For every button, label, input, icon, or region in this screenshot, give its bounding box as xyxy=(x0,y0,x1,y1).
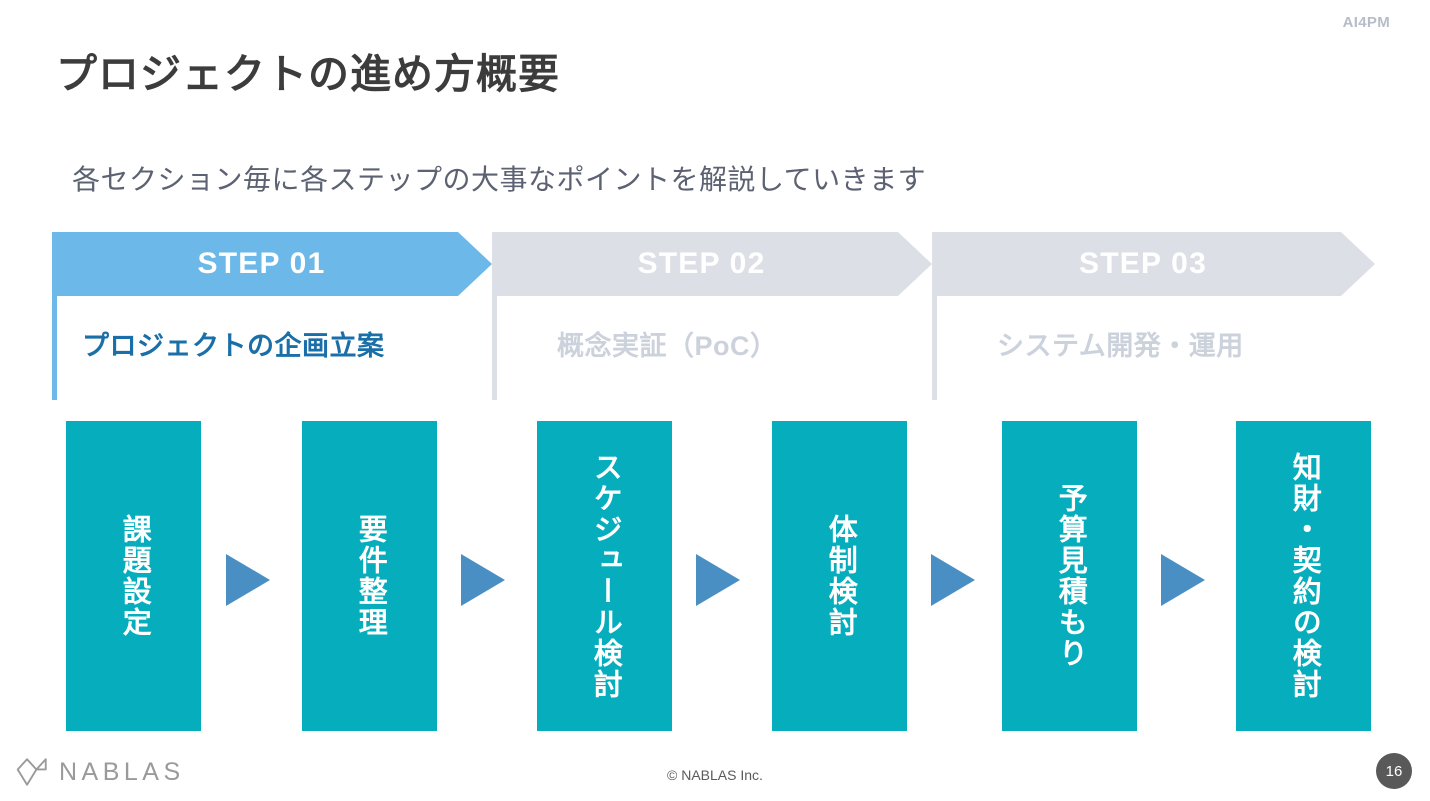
copyright-text: © NABLAS Inc. xyxy=(667,767,763,783)
page-title: プロジェクトの進め方概要 xyxy=(56,51,560,97)
page-subtitle: 各セクション毎に各ステップの大事なポイントを解説していきます xyxy=(72,164,927,195)
process-box-label-1: 課題設定 xyxy=(118,514,151,638)
flow-arrow-5 xyxy=(1161,554,1205,606)
process-box-5[interactable]: 予算見積もり xyxy=(1002,421,1137,731)
nablas-logo: NABLAS xyxy=(16,757,185,787)
step-banner-1[interactable]: STEP 01 プロジェクトの企画立案 xyxy=(52,232,492,400)
process-flow: 課題設定 要件整理 スケジュール検討 体制検討 予算見積もり 知財・契約の検討 xyxy=(0,421,1430,731)
step-accent-bar-1 xyxy=(52,232,57,400)
step-name-3: システム開発・運用 xyxy=(997,331,1244,361)
process-box-6[interactable]: 知財・契約の検討 xyxy=(1236,421,1371,731)
step-banner-2[interactable]: STEP 02 概念実証（PoC） xyxy=(492,232,932,400)
process-box-label-6: 知財・契約の検討 xyxy=(1288,452,1321,700)
step-chevron-3: STEP 03 xyxy=(937,232,1375,296)
process-box-label-3: スケジュール検討 xyxy=(589,452,622,700)
step-chevron-label-3: STEP 03 xyxy=(1079,247,1207,280)
step-banner-3[interactable]: STEP 03 システム開発・運用 xyxy=(932,232,1375,400)
step-chevron-label-1: STEP 01 xyxy=(197,247,326,280)
process-box-3[interactable]: スケジュール検討 xyxy=(537,421,672,731)
step-chevron-1: STEP 01 xyxy=(57,232,492,296)
step-chevron-2: STEP 02 xyxy=(497,232,932,296)
flow-arrow-2 xyxy=(461,554,505,606)
nablas-logo-icon xyxy=(16,758,47,786)
flow-arrow-3 xyxy=(696,554,740,606)
process-box-label-4: 体制検討 xyxy=(824,514,857,638)
process-box-label-5: 予算見積もり xyxy=(1054,483,1087,669)
flow-arrow-4 xyxy=(931,554,975,606)
step-name-1: プロジェクトの企画立案 xyxy=(82,331,385,361)
step-name-2: 概念実証（PoC） xyxy=(557,331,778,361)
process-box-label-2: 要件整理 xyxy=(354,514,387,638)
deck-tag: AI4PM xyxy=(1342,14,1390,31)
flow-arrow-1 xyxy=(226,554,270,606)
page-number-badge: 16 xyxy=(1376,753,1412,789)
slide-footer: NABLAS © NABLAS Inc. 16 xyxy=(0,739,1430,801)
step-accent-bar-3 xyxy=(932,232,937,400)
nablas-logo-text: NABLAS xyxy=(59,757,185,786)
step-banner-group: STEP 01 プロジェクトの企画立案 STEP 02 概念実証（PoC） ST… xyxy=(0,232,1430,400)
process-box-2[interactable]: 要件整理 xyxy=(302,421,437,731)
process-box-4[interactable]: 体制検討 xyxy=(772,421,907,731)
step-chevron-label-2: STEP 02 xyxy=(637,247,766,280)
process-box-1[interactable]: 課題設定 xyxy=(66,421,201,731)
step-accent-bar-2 xyxy=(492,232,497,400)
